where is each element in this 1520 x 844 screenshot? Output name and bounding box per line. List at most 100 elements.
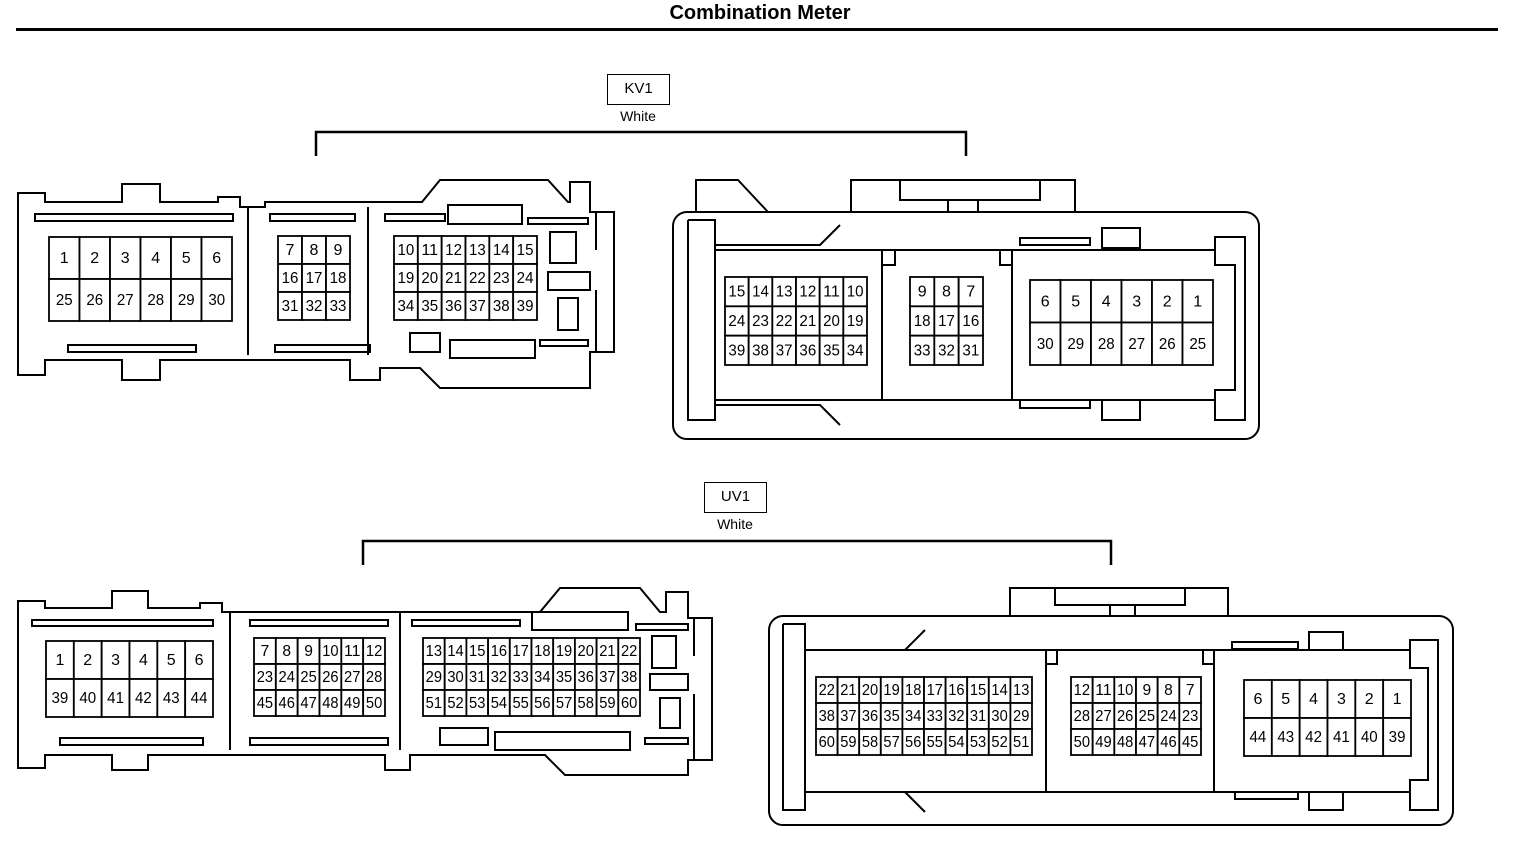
pin-number: 11 <box>1095 682 1111 699</box>
pin-number: 27 <box>117 292 134 309</box>
pin-number: 48 <box>1117 734 1133 751</box>
pin-number: 26 <box>86 292 103 309</box>
pin-number: 17 <box>512 643 528 660</box>
pin-number: 53 <box>970 734 986 751</box>
pin-number: 55 <box>927 734 943 751</box>
pin-number: 2 <box>1163 293 1172 310</box>
pin-number: 16 <box>962 313 979 330</box>
pin-number: 39 <box>1389 729 1406 746</box>
kv1-right-housing <box>672 179 1260 440</box>
pin-number: 21 <box>799 313 816 330</box>
pin-number: 9 <box>304 643 313 660</box>
pin-cell <box>109 236 142 280</box>
pin-cell <box>200 236 233 280</box>
pin-cell <box>1298 717 1329 757</box>
pin-number: 22 <box>621 643 637 660</box>
pin-number: 27 <box>344 669 360 686</box>
uv1-bracket <box>361 539 1113 565</box>
pin-number: 13 <box>469 242 486 259</box>
pin-number: 46 <box>1160 734 1176 751</box>
pin-cell <box>1120 279 1153 324</box>
pin-number: 59 <box>599 695 615 712</box>
pin-number: 12 <box>799 284 816 301</box>
pin-cell <box>1382 679 1412 719</box>
pin-number: 33 <box>927 708 943 725</box>
pin-number: 38 <box>621 669 637 686</box>
pin-number: 50 <box>366 695 383 712</box>
pin-number: 30 <box>447 669 464 686</box>
pin-number: 23 <box>752 313 769 330</box>
pin-number: 17 <box>938 313 955 330</box>
pin-number: 19 <box>556 643 572 660</box>
pin-number: 19 <box>398 270 415 287</box>
pin-number: 3 <box>121 250 130 267</box>
pin-number: 5 <box>1071 293 1080 310</box>
pin-number: 14 <box>447 643 464 660</box>
kv1-bracket <box>314 130 968 156</box>
pin-number: 1 <box>60 250 69 267</box>
pin-number: 29 <box>426 669 442 686</box>
pin-number: 18 <box>534 643 550 660</box>
pin-number: 52 <box>991 734 1007 751</box>
pin-number: 15 <box>728 284 745 301</box>
pin-cell <box>200 278 233 322</box>
pin-number: 51 <box>1013 734 1029 751</box>
pin-cell <box>1243 717 1273 757</box>
pin-number: 31 <box>282 298 299 315</box>
pin-number: 32 <box>948 708 964 725</box>
pin-number: 21 <box>599 643 615 660</box>
pin-number: 15 <box>517 242 534 259</box>
pin-number: 58 <box>862 734 878 751</box>
pin-number: 4 <box>151 250 160 267</box>
pin-number: 28 <box>1098 336 1115 353</box>
pin-number: 60 <box>819 734 836 751</box>
pin-number: 25 <box>56 292 73 309</box>
pin-number: 23 <box>1182 708 1198 725</box>
pin-number: 55 <box>512 695 529 712</box>
pin-number: 53 <box>469 695 485 712</box>
pin-number: 46 <box>279 695 295 712</box>
pin-number: 6 <box>1253 691 1262 708</box>
pin-number: 10 <box>1117 682 1134 699</box>
pin-number: 34 <box>398 298 415 315</box>
pin-number: 3 <box>1337 691 1346 708</box>
pin-number: 28 <box>147 292 164 309</box>
pin-cell <box>170 278 203 322</box>
pin-number: 11 <box>823 284 840 301</box>
pin-number: 37 <box>599 669 615 686</box>
pin-cell <box>842 334 868 366</box>
pin-number: 40 <box>79 690 96 707</box>
pin-number: 22 <box>819 682 835 699</box>
pin-number: 31 <box>970 708 986 725</box>
pin-number: 34 <box>847 342 864 359</box>
pin-number: 10 <box>398 242 415 259</box>
pin-cell <box>1009 728 1033 756</box>
pin-number: 17 <box>306 270 323 287</box>
pin-cell <box>45 640 75 680</box>
pin-number: 56 <box>905 734 921 751</box>
pin-number: 35 <box>883 708 899 725</box>
pin-number: 37 <box>469 298 486 315</box>
pin-number: 60 <box>621 695 638 712</box>
pin-number: 19 <box>883 682 899 699</box>
pin-number: 28 <box>1074 708 1090 725</box>
pin-number: 39 <box>52 690 69 707</box>
pin-cell <box>1326 717 1357 757</box>
pin-number: 5 <box>182 250 191 267</box>
pin-number: 4 <box>1102 293 1111 310</box>
pin-number: 27 <box>1128 336 1145 353</box>
pin-cell <box>170 236 203 280</box>
pin-number: 52 <box>447 695 463 712</box>
pin-number: 22 <box>469 270 486 287</box>
pin-number: 21 <box>445 270 462 287</box>
pin-number: 2 <box>83 652 92 669</box>
pin-number: 50 <box>1074 734 1091 751</box>
pin-cell <box>1029 321 1062 366</box>
